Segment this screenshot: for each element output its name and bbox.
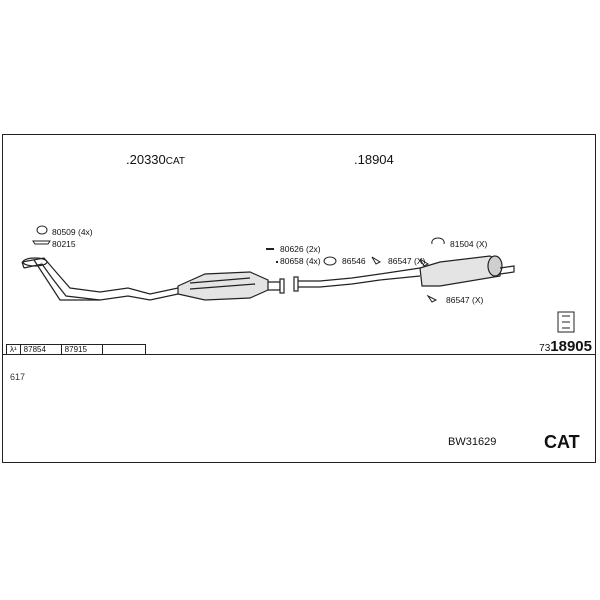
footer-type: CAT	[544, 432, 580, 452]
catalytic-converter	[177, 271, 285, 301]
front-pipe	[21, 257, 179, 301]
label-80626: 80626 (2x)	[280, 244, 321, 254]
muffler-part-number: .18904	[354, 152, 394, 167]
label-86546: 86546	[342, 256, 366, 266]
ref-cell-2: 87915	[62, 345, 103, 354]
clamp-icon-3	[426, 294, 438, 303]
ring-icon	[323, 256, 337, 266]
section-divider	[2, 354, 596, 355]
reference-table: λ¹ 87854 87915	[6, 344, 146, 355]
label-80509: 80509 (4x)	[52, 227, 93, 237]
label-80215: 80215	[52, 239, 76, 249]
footer-code: BW31629	[448, 436, 497, 448]
rubber-mount-icon	[36, 225, 48, 235]
label-86547-upper: 86547 (X)	[388, 256, 426, 266]
clamp-icon-2	[419, 258, 430, 267]
label-86547-lower: 86547 (X)	[446, 295, 484, 305]
mid-pipe	[293, 267, 421, 292]
clamp-icon	[371, 256, 382, 265]
rear-muffler	[419, 255, 515, 287]
label-81504: 81504 (X)	[450, 239, 488, 249]
cat-part-number: .20330CAT	[126, 152, 186, 167]
reference-number: 7318905	[539, 338, 592, 355]
ref-cell-1: 87854	[21, 345, 62, 354]
ref-symbol: λ¹	[7, 345, 21, 354]
hardware-icons	[32, 225, 575, 333]
gasket-icon	[32, 240, 51, 245]
diagram-frame	[2, 134, 596, 463]
label-80658: 80658 (4x)	[280, 256, 321, 266]
footer-note: 617	[10, 372, 26, 382]
diagram-symbol-icon	[557, 311, 575, 333]
ref-cell-3	[103, 345, 145, 354]
hanger-icon	[431, 237, 445, 245]
